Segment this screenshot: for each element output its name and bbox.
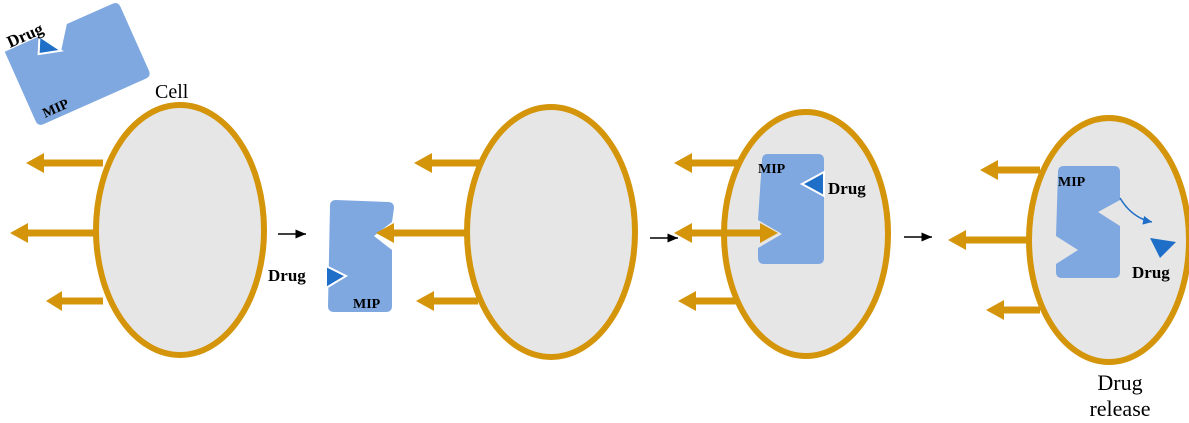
drug-molecule xyxy=(37,34,64,56)
receptor-internal xyxy=(724,223,778,243)
receptors-stage-3 xyxy=(674,153,742,311)
stage-3: MIP Drug xyxy=(674,109,891,359)
cell-label: Cell xyxy=(155,81,189,103)
receptors-stage-2 xyxy=(376,153,480,311)
receptors-stage-1 xyxy=(10,153,103,311)
drug-release-label-line1: Drug xyxy=(1097,370,1142,395)
mip-body xyxy=(4,2,150,125)
mip-particle-floating xyxy=(4,2,150,125)
mip-body-docking xyxy=(328,200,394,312)
drug-label-released: Drug xyxy=(1132,263,1170,282)
mip-label-docking: MIP xyxy=(353,297,381,312)
mip-label-released: MIP xyxy=(1058,175,1086,190)
drug-release-label-line2: release xyxy=(1089,396,1150,421)
drug-label-internalized: Drug xyxy=(828,179,866,198)
cell-stage-2 xyxy=(464,104,638,360)
drug-molecule-internalized xyxy=(799,170,825,198)
stage-1: Drug MIP Cell xyxy=(4,2,267,358)
mip-label-internalized: MIP xyxy=(758,162,786,177)
cell-stage-1 xyxy=(93,102,267,358)
mip-body-released xyxy=(1056,166,1120,278)
drug-molecule-released xyxy=(1150,238,1176,258)
mip-body-internalized xyxy=(758,154,824,264)
stage-2: Drug MIP xyxy=(268,104,638,360)
stage-4: MIP Drug Drug release xyxy=(948,115,1189,421)
drug-label-docking: Drug xyxy=(268,266,306,285)
release-curve-arrow xyxy=(1119,197,1153,225)
receptors-stage-4 xyxy=(948,160,1040,320)
drug-molecule-docking xyxy=(325,264,349,290)
